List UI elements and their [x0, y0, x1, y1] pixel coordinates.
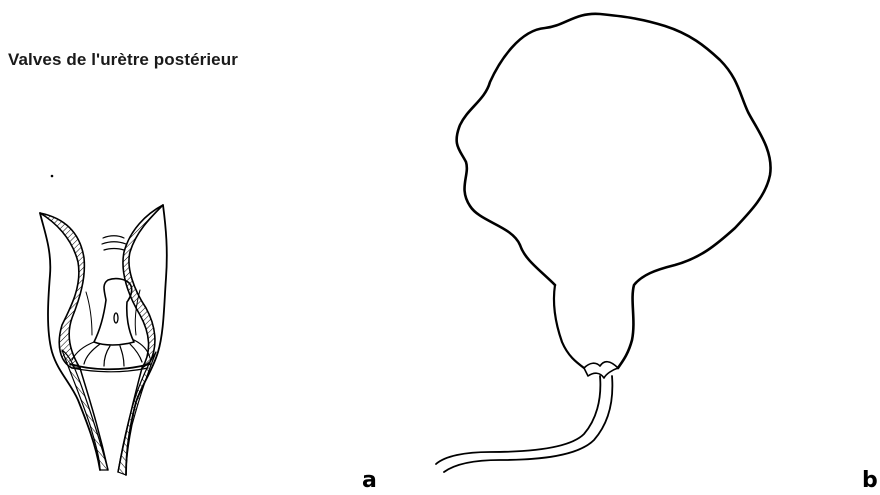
panel-a-label: a	[362, 468, 377, 493]
valve-membrane	[70, 364, 150, 369]
dilated-bladder-outline	[457, 14, 771, 368]
panel-b-drawing	[436, 14, 771, 472]
panel-a-drawing	[40, 175, 167, 475]
panel-b-label: b	[862, 468, 878, 493]
valve-narrowing	[584, 362, 618, 378]
